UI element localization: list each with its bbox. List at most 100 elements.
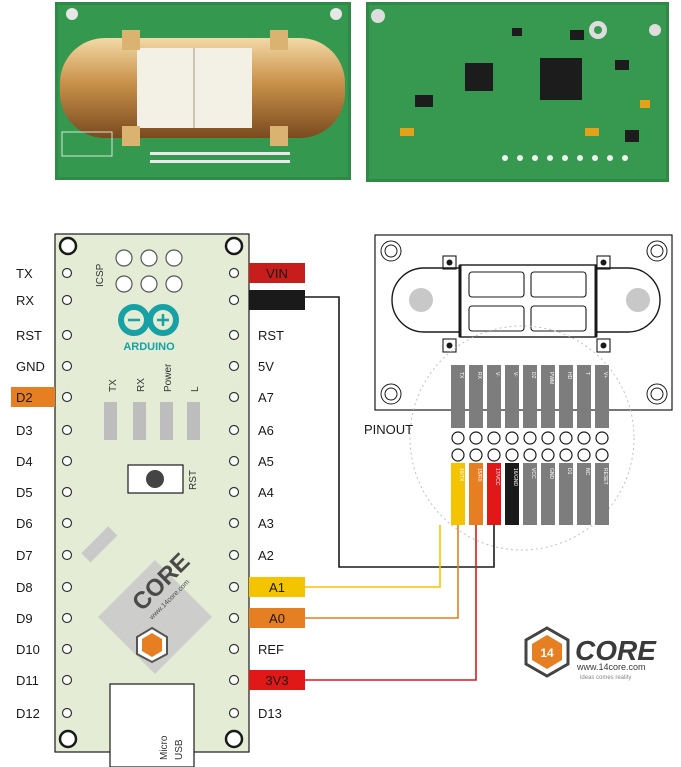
- left-pin-label-gnd: GND: [16, 359, 45, 374]
- right-pin-label-a0: A0: [269, 611, 285, 626]
- led-label-rx: RX: [136, 378, 147, 392]
- left-pin-label-tx: TX: [16, 266, 33, 281]
- sensor-top-pin-bar: [487, 365, 501, 428]
- sensor-bottom-pin-5: GND: [541, 448, 555, 525]
- sensor-top-pin-4: D2: [523, 365, 537, 445]
- sensor-top-pin-label: PWM: [548, 372, 554, 384]
- core-badge-text: 14: [540, 646, 554, 660]
- sensor-top-pin-label: V-: [494, 372, 500, 377]
- right-pin-hole-a7: [228, 391, 240, 403]
- sensor-bottom-pin-label: D1: [566, 468, 572, 475]
- left-pin-label-d9: D9: [16, 611, 33, 626]
- sensor-top-pin-8: V+: [595, 365, 609, 445]
- sensor-bottom-pins: 16/TX 15/RX 17/VCC 16/GND VCC GND D1 NC RESET: [451, 448, 609, 525]
- sensor-top-pin-1: RX: [469, 365, 483, 445]
- right-pin-label-5v: 5V: [258, 359, 274, 374]
- wire-gnd: [291, 296, 495, 568]
- sensor-bottom-pin-1: 15/RX: [469, 448, 483, 525]
- left-pin-label-rst: RST: [16, 328, 42, 343]
- left-pin-label-d11: D11: [16, 673, 39, 688]
- right-pin-hole-a0: [228, 612, 240, 624]
- core-logo: 14 CORE www.14core.com ideas comes reali…: [524, 626, 657, 681]
- left-pin-hole-d6: [61, 517, 73, 529]
- right-pin-hole-a5: [228, 455, 240, 467]
- sensor-top-pin-bar: [451, 365, 465, 428]
- left-pin-hole-d3: [61, 424, 73, 436]
- left-pin-label-d7: D7: [16, 548, 33, 563]
- sensor-bottom-pin-label: NC: [584, 468, 590, 476]
- left-pin-label-d2: D2: [16, 390, 33, 405]
- sensor-top-pin-hole: [469, 431, 483, 445]
- arduino-logo-text: ARDUINO: [123, 341, 175, 353]
- pinout-title: PINOUT: [364, 422, 413, 437]
- right-pin-hole-d13: [228, 707, 240, 719]
- sensor-bottom-pin-hole: [505, 448, 519, 462]
- left-pin-label-d6: D6: [16, 516, 33, 531]
- right-pin-label-ref: REF: [258, 642, 284, 657]
- sensor-bottom-pin-hole: [487, 448, 501, 462]
- sensor-bottom-pin-2: 17/VCC: [487, 448, 501, 525]
- sensor-bottom-pin-label: RESET: [602, 468, 608, 485]
- sensor-bottom-pin-label: 15/RX: [476, 468, 482, 483]
- sensor-bottom-pin-4: VCC: [523, 448, 537, 525]
- left-pin-hole-rst: [61, 329, 73, 341]
- usb-label-usb: USB: [174, 739, 185, 760]
- sensor-bottom-pin-hole: [541, 448, 555, 462]
- sensor-bottom-pin-label: 16/GND: [512, 468, 518, 486]
- sensor-top-pin-hole: [451, 431, 465, 445]
- led-label-tx: TX: [108, 379, 119, 392]
- sensor-top-pin-label: T: [584, 372, 590, 375]
- core-tagline: ideas comes reality: [580, 675, 631, 681]
- sensor-bottom-pin-bar: [559, 463, 573, 525]
- sensor-bottom-pin-hole: [469, 448, 483, 462]
- left-pin-highlight-d2: [11, 387, 55, 407]
- right-pin-highlight-gnd-top: [249, 290, 305, 310]
- sensor-top-pin-bar: [541, 365, 555, 428]
- left-pin-label-d8: D8: [16, 580, 33, 595]
- left-pin-label-d3: D3: [16, 423, 33, 438]
- right-pin-hole-vin: [228, 267, 240, 279]
- icsp-label: ICSP: [95, 263, 106, 287]
- rst-button-label: RST: [188, 470, 199, 490]
- sensor-bottom-pin-label: 16/TX: [458, 468, 464, 482]
- sensor-bottom-pin-bar: [577, 463, 591, 525]
- right-pin-label-a6: A6: [258, 423, 274, 438]
- sensor-diagram: [374, 234, 673, 551]
- right-pin-label-a4: A4: [258, 485, 274, 500]
- left-pin-hole-d4: [61, 455, 73, 467]
- right-pin-label-a7: A7: [258, 390, 274, 405]
- sensor-top-pin-0: TX: [451, 365, 465, 445]
- left-pin-hole-d7: [61, 549, 73, 561]
- sensor-top-pin-label: RX: [476, 372, 482, 380]
- right-pin-highlight-a0: [249, 608, 305, 628]
- right-pin-label-d13: D13: [258, 706, 282, 721]
- sensor-bottom-pin-label: GND: [548, 468, 554, 480]
- sensor-bottom-pin-hole: [559, 448, 573, 462]
- left-pin-hole-rx: [61, 294, 73, 306]
- right-pin-label-a3: A3: [258, 516, 274, 531]
- left-pin-hole-d12: [61, 707, 73, 719]
- sensor-bottom-pin-hole: [595, 448, 609, 462]
- sensor-top-pin-bar: [505, 365, 519, 428]
- left-pin-label-d12: D12: [16, 706, 40, 721]
- left-pin-hole-gnd: [61, 360, 73, 372]
- sensor-top-pin-bar: [523, 365, 537, 428]
- sensor-top-pin-2: V-: [487, 365, 501, 445]
- left-pin-hole-d2: [61, 391, 73, 403]
- right-pin-label-a1: A1: [269, 580, 285, 595]
- right-pin-hole-5v: [228, 360, 240, 372]
- sensor-top-pin-hole: [487, 431, 501, 445]
- sensor-bottom-pin-label: 17/VCC: [494, 468, 500, 486]
- left-pin-hole-d11: [61, 674, 73, 686]
- sensor-bottom-pin-hole: [577, 448, 591, 462]
- sensor-top-pin-bar: [595, 365, 609, 428]
- sensor-bottom-pin-bar: [487, 463, 501, 525]
- sensor-top-pin-bar: [559, 365, 573, 428]
- left-pin-label-d4: D4: [16, 454, 33, 469]
- sensor-bottom-pin-3: 16/GND: [505, 448, 519, 525]
- sensor-top-pin-hole: [559, 431, 573, 445]
- usb-label-micro: Micro: [159, 735, 170, 760]
